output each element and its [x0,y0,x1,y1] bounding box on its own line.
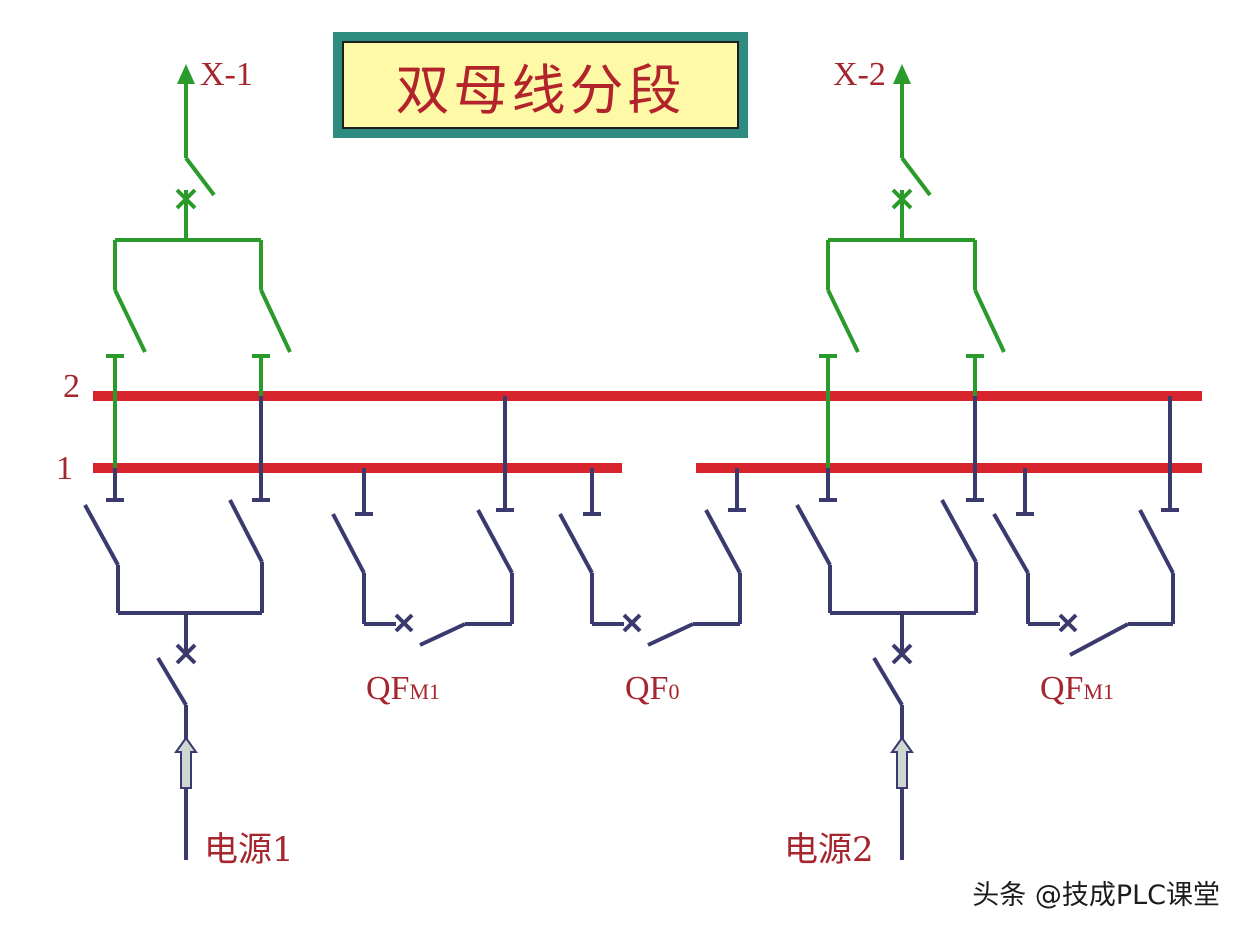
title-banner: 双母线分段 [333,32,748,138]
breaker-main-text: QF [625,670,669,707]
breaker-sub-text: M1 [409,679,441,704]
breaker-label-qfm1-left: QFM1 [366,670,440,708]
source-label-2: 电源2 [784,830,874,870]
source-1-arrow-icon [174,736,198,789]
source-1-bay [83,396,270,860]
arrow-up-icon [893,64,911,84]
breaker-label-qf0: QF0 [625,670,679,708]
feeder-x1 [106,64,292,468]
page-title: 双母线分段 [342,41,739,129]
breaker-label-qfm1-right: QFM1 [1040,670,1114,708]
qfm1-left-bay [331,396,514,647]
arrow-up-icon [177,64,195,84]
bus-label-2: 2 [63,368,80,405]
bus-label-1: 1 [56,450,73,487]
breaker-main-text: QF [366,670,410,707]
breaker-sub-text: M1 [1083,679,1115,704]
source-2-bay [795,396,984,860]
outgoing-label-x1: X-1 [200,56,253,93]
feeder-x2 [819,64,1006,468]
source-2-arrow-icon [890,736,914,789]
breaker-main-text: QF [1040,670,1084,707]
watermark: 头条 @技成PLC课堂 [972,880,1220,911]
source-label-1: 电源1 [204,830,294,870]
outgoing-label-x2: X-2 [833,56,886,93]
qf0-section-bay [558,468,746,647]
qfm1-right-bay [992,396,1179,657]
breaker-sub-text: 0 [668,679,680,704]
